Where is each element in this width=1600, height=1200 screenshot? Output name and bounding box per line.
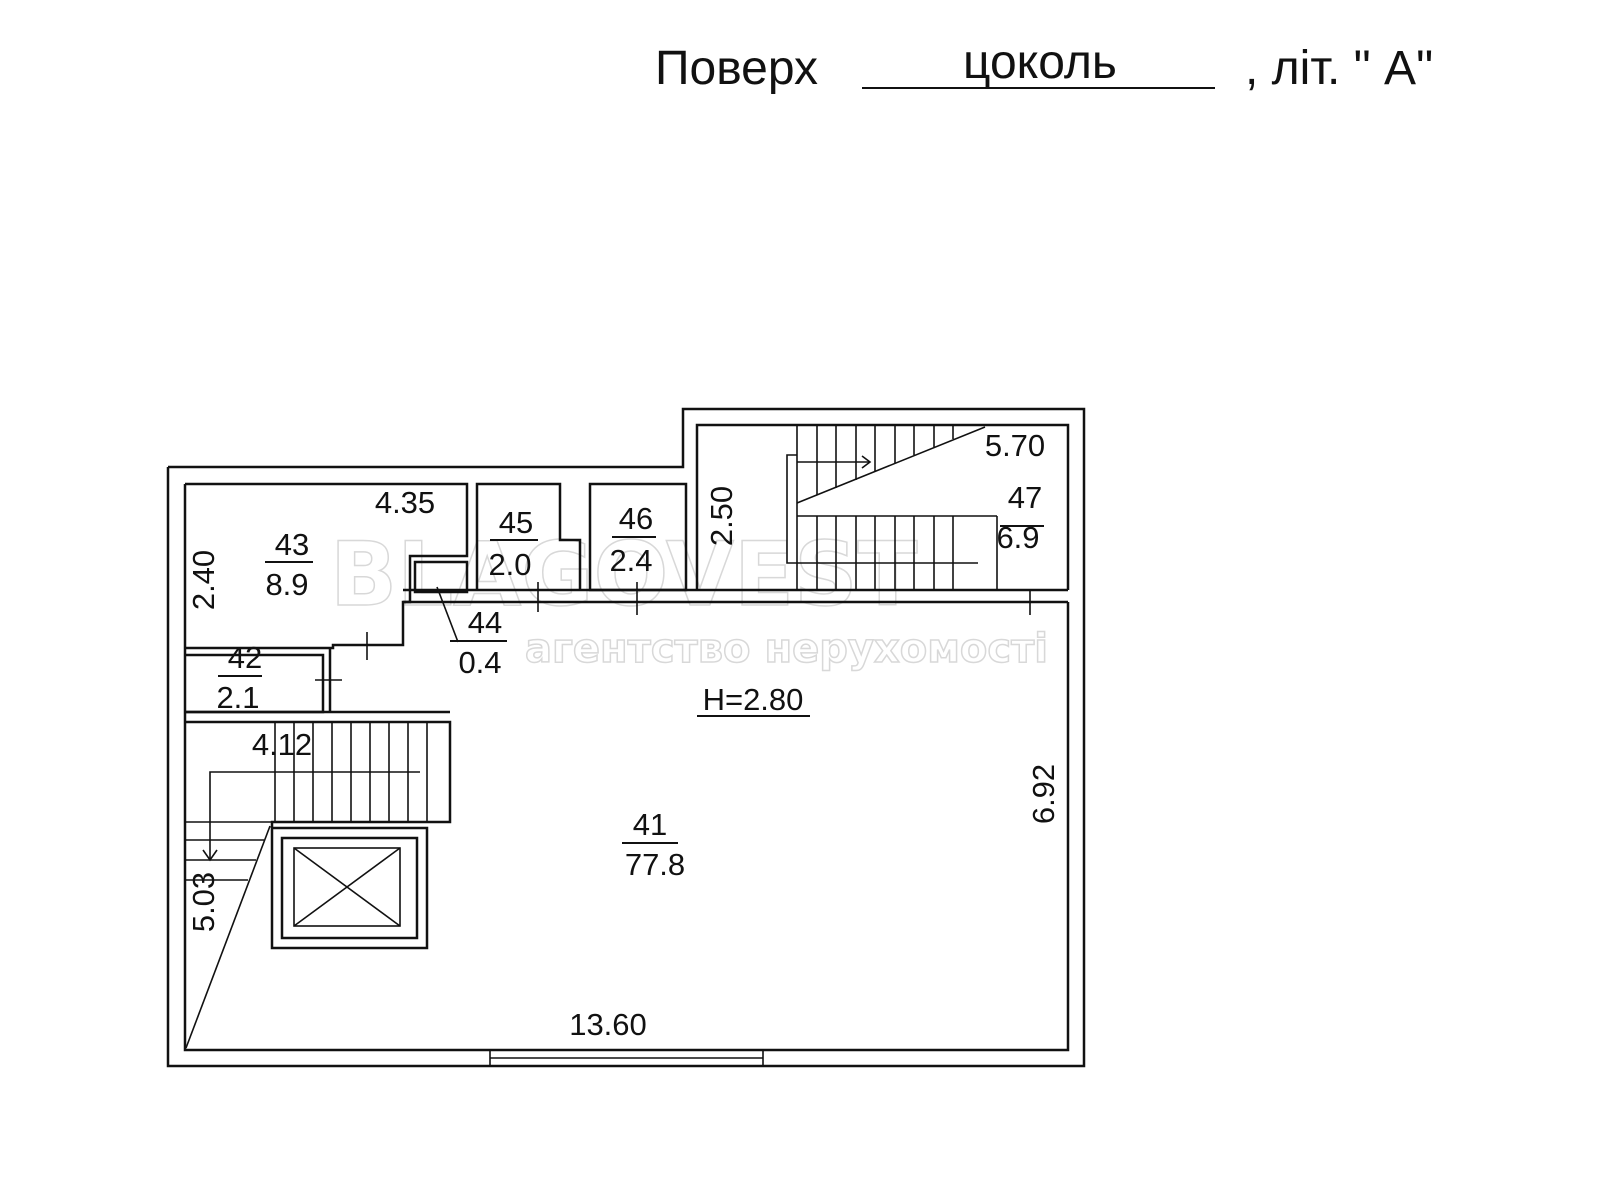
- dim-5-03: 5.03: [186, 872, 221, 932]
- dim-4-35: 4.35: [375, 485, 435, 520]
- svg-text:46: 46: [619, 501, 653, 536]
- staircase-lower: [185, 722, 428, 1049]
- dim-2-50: 2.50: [704, 486, 739, 546]
- room-label-42: 42 2.1: [216, 640, 262, 715]
- svg-text:0.4: 0.4: [458, 645, 501, 680]
- svg-text:47: 47: [1008, 480, 1042, 515]
- room-label-43: 43 8.9: [265, 527, 313, 602]
- svg-text:42: 42: [228, 640, 262, 675]
- room-label-44: 44 0.4: [450, 605, 507, 680]
- staircase-47: [786, 425, 998, 590]
- dim-13-60: 13.60: [569, 1007, 647, 1042]
- room-label-46: 46 2.4: [609, 501, 656, 578]
- svg-text:2.1: 2.1: [216, 680, 259, 715]
- watermark-brand: BLAGOVEST: [330, 523, 918, 626]
- floor-label: Поверх: [655, 42, 818, 95]
- dim-4-12: 4.12: [252, 727, 312, 762]
- room-label-47: 47 6.9: [996, 480, 1044, 555]
- watermark-subtitle: агентство нерухомості: [525, 626, 1048, 672]
- dim-2-40: 2.40: [186, 550, 221, 610]
- svg-text:43: 43: [275, 527, 309, 562]
- walls: [166, 407, 1086, 1068]
- room-label-45: 45 2.0: [488, 505, 538, 582]
- dim-6-92: 6.92: [1026, 764, 1061, 824]
- svg-text:2.0: 2.0: [488, 547, 531, 582]
- dim-5-70: 5.70: [985, 428, 1045, 463]
- svg-text:45: 45: [499, 505, 533, 540]
- svg-text:41: 41: [633, 807, 667, 842]
- letter-label: , літ. " А": [1245, 42, 1433, 95]
- ceiling-height: H=2.80: [703, 682, 804, 717]
- floor-value: цоколь: [963, 36, 1117, 89]
- svg-text:6.9: 6.9: [996, 520, 1039, 555]
- room-label-41: 41 77.8: [622, 807, 685, 882]
- svg-text:2.4: 2.4: [609, 543, 652, 578]
- door-marks: [315, 582, 1031, 681]
- svg-text:44: 44: [468, 605, 502, 640]
- svg-text:8.9: 8.9: [265, 567, 308, 602]
- svg-text:77.8: 77.8: [625, 847, 685, 882]
